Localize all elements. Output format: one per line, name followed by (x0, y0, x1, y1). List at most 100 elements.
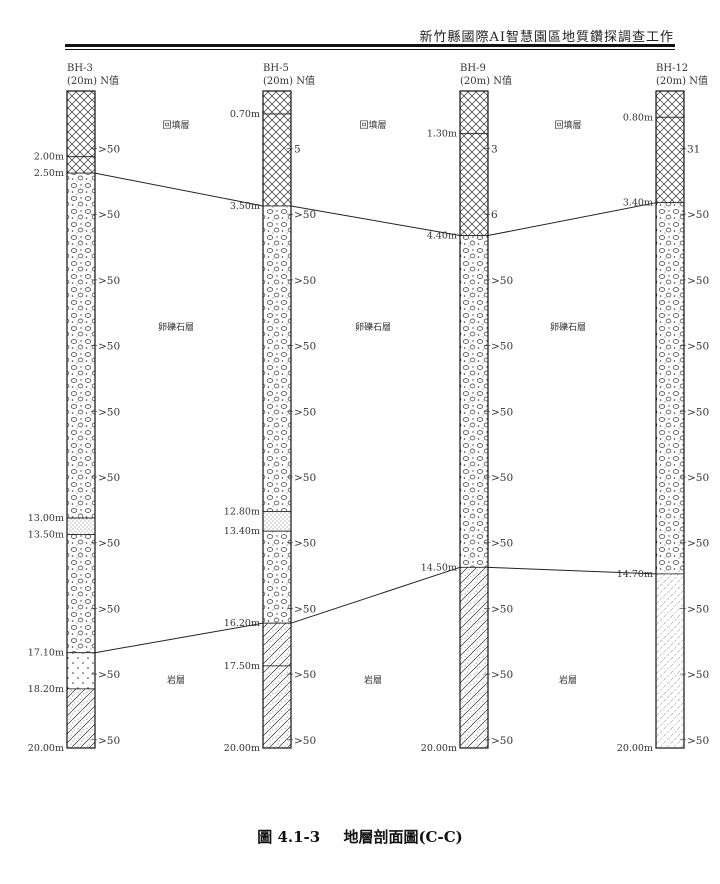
depth-label: 3.40m (623, 198, 653, 209)
layer-rock-light (655, 573, 685, 749)
layer-rock (459, 566, 489, 749)
spt-n-value: >50 (491, 669, 513, 681)
depth-label: 1.30m (427, 129, 457, 140)
spt-n-value: >50 (98, 209, 120, 221)
spt-n-value: >50 (98, 603, 120, 615)
depth-label: 20.00m (617, 743, 653, 754)
spt-n-value: >50 (98, 143, 120, 155)
depth-label: 17.10m (28, 648, 64, 659)
borehole-bh-9: BH-9(20m) N值1.30m4.40m14.50m20.00m36>50>… (421, 63, 513, 754)
spt-n-value: >50 (294, 538, 316, 550)
layer-fill (655, 116, 685, 204)
depth-label: 16.20m (224, 618, 260, 629)
layer-fill (459, 90, 489, 135)
layer-fill (262, 90, 292, 115)
depth-label: 14.50m (421, 562, 457, 573)
strata-label: 回填層 (162, 119, 189, 131)
n-value-header: (20m) N值 (460, 74, 512, 87)
spt-n-value: >50 (491, 735, 513, 747)
layer-fill (655, 90, 685, 118)
spt-n-value: >50 (491, 603, 513, 615)
borehole-id: BH-12 (656, 63, 688, 74)
spt-n-value: >50 (687, 669, 709, 681)
figure-caption: 圖 4.1-3 地層剖面圖(C-C) (0, 826, 720, 847)
layer-fill (66, 90, 96, 158)
spt-n-value: >50 (98, 275, 120, 287)
borehole-column (262, 90, 292, 749)
depth-label: 0.70m (230, 109, 260, 120)
borehole-id: BH-5 (263, 63, 289, 74)
layer-gravel (655, 202, 685, 575)
spt-n-value: >50 (294, 735, 316, 747)
borehole-bh-5: BH-5(20m) N值0.70m3.50m12.80m13.40m16.20m… (224, 63, 316, 754)
spt-n-value: >50 (491, 341, 513, 353)
borehole-column (655, 90, 685, 749)
layer-rock (262, 622, 292, 667)
report-title: 新竹縣國際AI智慧園區地質鑽探調查工作 (419, 30, 674, 45)
layer-gravel (262, 205, 292, 512)
spt-n-value: >50 (98, 669, 120, 681)
strata-label: 卵礫石層 (355, 321, 391, 333)
borehole-column (66, 90, 96, 749)
depth-label: 0.80m (623, 112, 653, 123)
layer-fill (66, 156, 96, 174)
layer-rock (66, 688, 96, 749)
geologic-cross-section: BH-3(20m) N值2.00m2.50m13.00m13.50m17.10m… (28, 63, 709, 754)
layer-gravel (66, 172, 96, 519)
spt-n-value: >50 (98, 406, 120, 418)
spt-n-value: >50 (98, 538, 120, 550)
depth-label: 13.00m (28, 513, 64, 524)
spt-n-value: >50 (294, 275, 316, 287)
strata-label: 卵礫石層 (158, 321, 194, 333)
spt-n-value: >50 (491, 275, 513, 287)
strata-label: 岩層 (559, 674, 577, 686)
layer-sand (66, 517, 96, 535)
strata-label: 岩層 (167, 674, 185, 686)
spt-n-value: >50 (294, 669, 316, 681)
spt-n-value: >50 (294, 603, 316, 615)
strata-label: 回填層 (359, 119, 386, 131)
spt-n-value: >50 (491, 406, 513, 418)
spt-n-value: >50 (687, 406, 709, 418)
depth-label: 4.40m (427, 231, 457, 242)
depth-label: 12.80m (224, 506, 260, 517)
header-rule-thin (65, 49, 675, 50)
n-value-header: (20m) N值 (656, 74, 708, 87)
layer-sand (262, 511, 292, 532)
layer-dot (66, 652, 96, 690)
spt-n-value: >50 (98, 341, 120, 353)
spt-n-value: 3 (491, 143, 498, 155)
depth-label: 18.20m (28, 684, 64, 695)
depth-label: 20.00m (224, 743, 260, 754)
spt-n-value: >50 (294, 406, 316, 418)
strata-label: 卵礫石層 (550, 321, 586, 333)
borehole-bh-3: BH-3(20m) N值2.00m2.50m13.00m13.50m17.10m… (28, 63, 120, 754)
layer-fill (459, 133, 489, 236)
layer-fill (262, 113, 292, 207)
depth-label: 13.50m (28, 529, 64, 540)
spt-n-value: >50 (687, 275, 709, 287)
spt-n-value: >50 (687, 472, 709, 484)
spt-n-value: >50 (687, 209, 709, 221)
layer-gravel (66, 534, 96, 654)
layer-rock (262, 665, 292, 749)
spt-n-value: >50 (687, 603, 709, 615)
spt-n-value: >50 (687, 538, 709, 550)
spt-n-value: >50 (294, 472, 316, 484)
depth-label: 17.50m (224, 661, 260, 672)
spt-n-value: >50 (294, 209, 316, 221)
spt-n-value: >50 (491, 538, 513, 550)
spt-n-value: 5 (294, 143, 301, 155)
depth-label: 13.40m (224, 526, 260, 537)
borehole-id: BH-3 (67, 63, 93, 74)
spt-n-value: >50 (687, 341, 709, 353)
header-rule-thick (65, 44, 675, 47)
depth-label: 14.70m (617, 569, 653, 580)
figure-title: 地層剖面圖(C-C) (343, 828, 463, 846)
strata-label: 回填層 (554, 119, 581, 131)
borehole-bh-12: BH-12(20m) N值0.80m3.40m14.70m20.00m31>50… (617, 63, 709, 754)
depth-label: 2.00m (34, 152, 64, 163)
spt-n-value: 6 (491, 209, 498, 221)
spt-n-value: >50 (98, 472, 120, 484)
spt-n-value: >50 (491, 472, 513, 484)
